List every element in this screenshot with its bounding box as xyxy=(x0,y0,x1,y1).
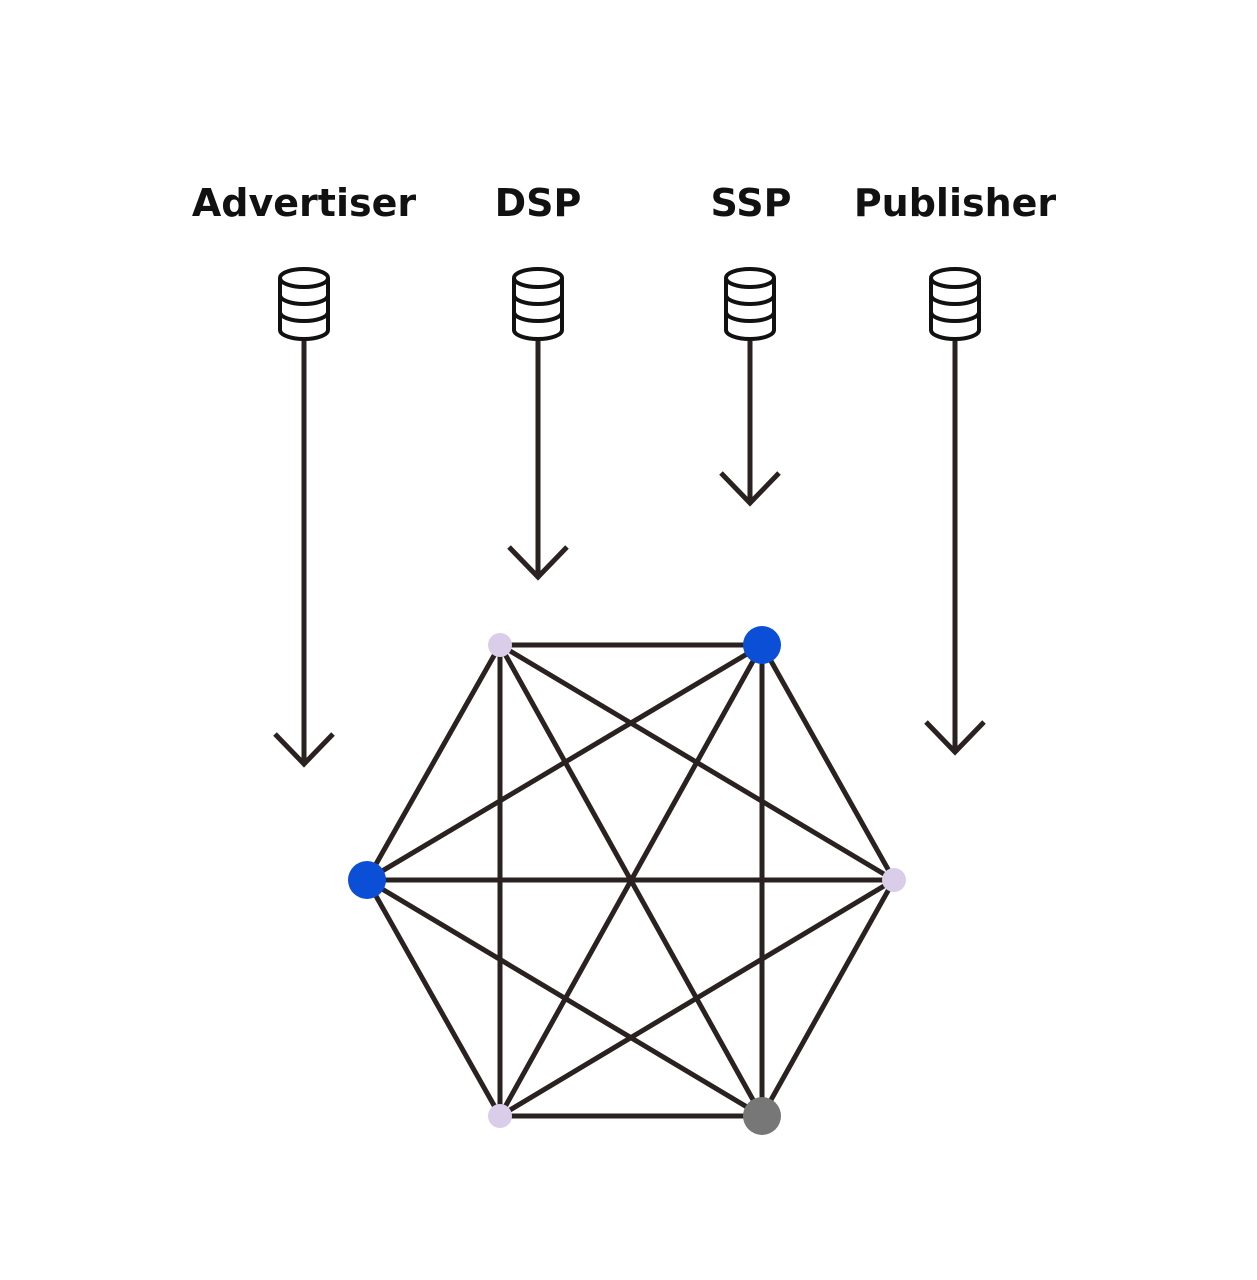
network-edge-top-left-left xyxy=(364,643,503,882)
database-icon xyxy=(278,267,330,341)
network-nodes xyxy=(348,626,906,1135)
database-icon xyxy=(724,267,776,341)
network-node-top-left xyxy=(488,633,512,657)
network-edge-right-bottom-right xyxy=(759,878,897,1118)
network-edges xyxy=(364,642,897,1119)
network-node-right xyxy=(882,868,906,892)
column-label-advertiser: Advertiser xyxy=(192,181,416,225)
down-arrow-publisher xyxy=(924,341,986,756)
network-edge-bottom-right-left xyxy=(365,877,764,1119)
column-label-ssp: SSP xyxy=(711,181,792,225)
database-icon xyxy=(929,267,981,341)
column-label-dsp: DSP xyxy=(495,181,582,225)
network-node-bottom-right xyxy=(743,1097,781,1135)
network-edge-right-bottom-left xyxy=(498,877,896,1119)
network-edge-top-right-left xyxy=(365,642,764,883)
database-icon xyxy=(512,267,564,341)
network-edge-top-right-right xyxy=(759,643,897,882)
network-edge-bottom-left-left xyxy=(364,878,503,1118)
down-arrow-advertiser xyxy=(273,341,335,768)
down-arrow-ssp xyxy=(719,341,781,507)
network-node-bottom-left xyxy=(488,1104,512,1128)
network-node-left xyxy=(348,861,386,899)
network-node-top-right xyxy=(743,626,781,664)
column-label-publisher: Publisher xyxy=(854,181,1057,225)
down-arrow-dsp xyxy=(507,341,569,581)
